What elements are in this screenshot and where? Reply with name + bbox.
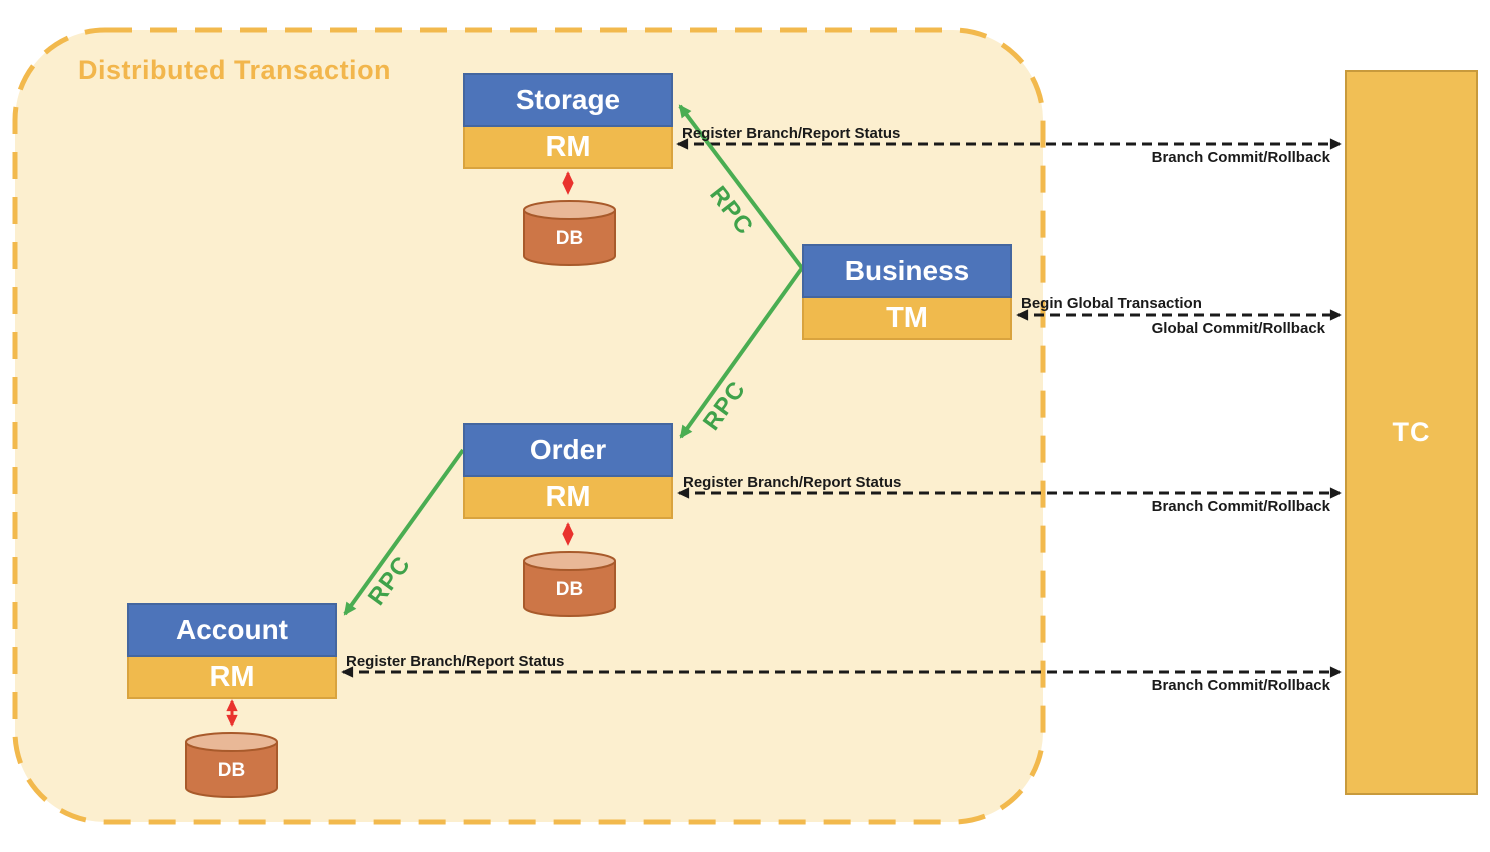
rpc-line-business-order bbox=[679, 266, 804, 439]
account-service-label: Account bbox=[127, 603, 337, 657]
business-service-label: Business bbox=[802, 244, 1012, 298]
order-rm-label: RM bbox=[463, 477, 673, 519]
diagram-title: Distributed Transaction bbox=[78, 55, 392, 85]
business-arrow-bottom-label: Global Commit/Rollback bbox=[1151, 320, 1325, 337]
business-arrow-top-label: Begin Global Transaction bbox=[1021, 295, 1202, 312]
account-arrow-top-label: Register Branch/Report Status bbox=[346, 653, 565, 670]
account-db-cylinder-icon: DB bbox=[183, 730, 280, 802]
business-tm-label: TM bbox=[802, 298, 1012, 340]
account-db-label: DB bbox=[217, 760, 246, 781]
node-account: Account RM bbox=[127, 603, 337, 699]
storage-arrow-bottom-label: Branch Commit/Rollback bbox=[1151, 149, 1330, 166]
rpc-line-business-storage bbox=[678, 104, 804, 270]
order-db-cylinder-icon: DB bbox=[521, 549, 618, 621]
rpc-line-order-account bbox=[343, 448, 465, 616]
order-arrow-bottom-label: Branch Commit/Rollback bbox=[1151, 498, 1330, 515]
account-arrow-bottom-label: Branch Commit/Rollback bbox=[1151, 677, 1330, 694]
db-cylinder-shape bbox=[523, 551, 616, 617]
order-service-label: Order bbox=[463, 423, 673, 477]
order-arrow-top-label: Register Branch/Report Status bbox=[683, 474, 902, 491]
order-db-label: DB bbox=[555, 579, 584, 600]
tc-box: TC bbox=[1345, 70, 1478, 795]
tc-label: TC bbox=[1392, 417, 1431, 447]
storage-db-cylinder-icon: DB bbox=[521, 198, 618, 270]
node-order: Order RM bbox=[463, 423, 673, 519]
storage-arrow-top-label: Register Branch/Report Status bbox=[682, 125, 901, 142]
storage-service-label: Storage bbox=[463, 73, 673, 127]
db-cylinder-shape bbox=[185, 732, 278, 798]
db-cylinder-shape bbox=[523, 200, 616, 266]
node-storage: Storage RM bbox=[463, 73, 673, 169]
storage-rm-label: RM bbox=[463, 127, 673, 169]
account-rm-label: RM bbox=[127, 657, 337, 699]
storage-db-label: DB bbox=[555, 228, 584, 249]
node-business: Business TM bbox=[802, 244, 1012, 340]
